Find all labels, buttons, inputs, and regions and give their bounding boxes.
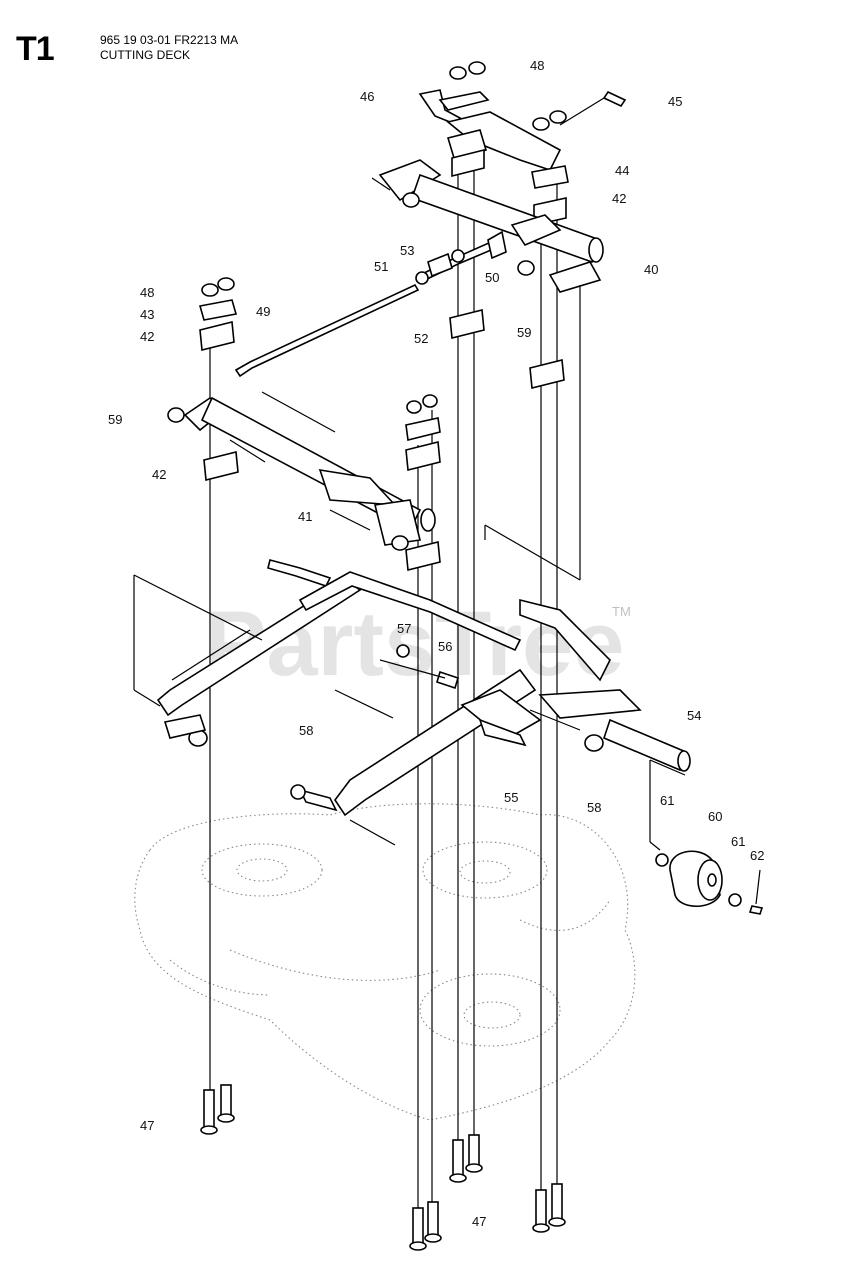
hanger-arm-left <box>156 559 522 747</box>
callout-48: 48 <box>530 58 544 73</box>
hanger-bar-55 <box>290 668 542 846</box>
callout-60: 60 <box>708 809 722 824</box>
cutting-deck-housing <box>134 803 636 1121</box>
model-number: 965 19 03-01 FR2213 MA <box>100 33 239 47</box>
callout-57: 57 <box>397 621 411 636</box>
watermark-tm: TM <box>612 604 631 619</box>
callout-46: 46 <box>360 89 374 104</box>
callout-61: 61 <box>731 834 745 849</box>
bolts-47-right <box>532 1183 566 1233</box>
bushing-front-center <box>405 394 441 572</box>
callout-42: 42 <box>140 329 154 344</box>
nut-57 <box>396 644 410 658</box>
assembly-title: CUTTING DECK <box>100 48 190 62</box>
callout-58: 58 <box>299 723 313 738</box>
spring-56 <box>379 659 459 690</box>
callout-40: 40 <box>644 262 658 277</box>
callout-43: 43 <box>140 307 154 322</box>
callout-59: 59 <box>108 412 122 427</box>
gauge-wheel-60 <box>655 850 764 915</box>
reference-lines <box>133 285 686 851</box>
bushing-stack-top-left <box>446 61 488 178</box>
bolts-47-lower <box>409 1201 442 1251</box>
callout-41: 41 <box>298 509 312 524</box>
callout-49: 49 <box>256 304 270 319</box>
bolt-45 <box>559 90 627 126</box>
callout-58: 58 <box>587 800 601 815</box>
callout-47: 47 <box>472 1214 486 1229</box>
callout-45: 45 <box>668 94 682 109</box>
callout-52: 52 <box>414 331 428 346</box>
front-lift-shaft-41 <box>167 391 436 551</box>
callout-42: 42 <box>152 467 166 482</box>
callout-51: 51 <box>374 259 388 274</box>
section-code: T1 <box>16 30 55 68</box>
callout-44: 44 <box>615 163 629 178</box>
bushing-middle-center <box>449 308 565 390</box>
callout-54: 54 <box>687 708 701 723</box>
callout-42: 42 <box>612 191 626 206</box>
callout-47: 47 <box>140 1118 154 1133</box>
callout-59: 59 <box>517 325 531 340</box>
callout-48: 48 <box>140 285 154 300</box>
hanger-arm-right <box>519 598 691 772</box>
callout-61: 61 <box>660 793 674 808</box>
callout-56: 56 <box>438 639 452 654</box>
callout-labels: 48 46 45 44 42 53 51 50 40 48 43 42 49 5… <box>108 58 764 1229</box>
adjuster-rod-49 <box>234 230 507 378</box>
callout-53: 53 <box>400 243 414 258</box>
bolts-47-left <box>200 1084 235 1135</box>
bushing-middle-left <box>198 277 238 352</box>
callout-62: 62 <box>750 848 764 863</box>
callout-50: 50 <box>485 270 499 285</box>
lift-shaft-40 <box>371 159 604 293</box>
bushing-stack-top-right <box>531 110 569 226</box>
bolts-47-center <box>449 1134 483 1183</box>
callout-55: 55 <box>504 790 518 805</box>
